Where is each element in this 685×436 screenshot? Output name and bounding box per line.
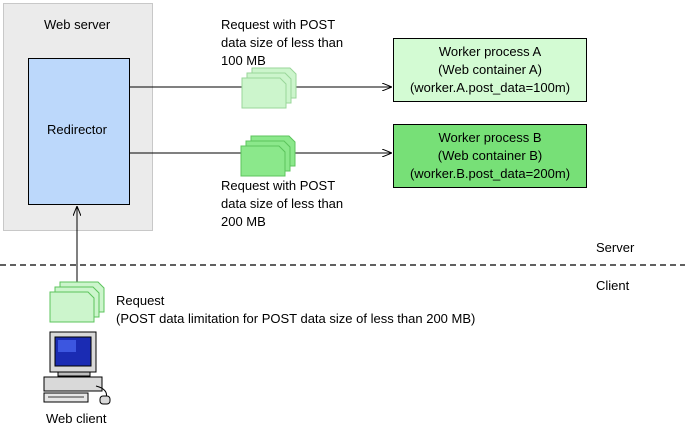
web-client-label: Web client <box>46 411 107 426</box>
worker-a-container: (Web container A) <box>438 62 542 77</box>
worker-b-setting: (worker.B.post_data=200m) <box>409 166 571 181</box>
worker-b-container: (Web container B) <box>437 148 543 163</box>
request-b-line-3: 200 MB <box>221 214 266 229</box>
web-server-title: Web server <box>44 17 111 32</box>
redirector-label: Redirector <box>47 122 107 137</box>
computer-icon <box>43 331 111 405</box>
worker-process-b: Worker process B (Web container B) (work… <box>393 124 587 188</box>
request-a-label: Request with POST data size of less than… <box>221 16 343 70</box>
request-a-icon <box>241 67 297 109</box>
client-zone-label: Client <box>596 278 630 293</box>
client-request-line-1: Request <box>116 293 165 308</box>
client-request-line-2: (POST data limitation for POST data size… <box>116 311 476 326</box>
client-request-icon <box>49 281 105 323</box>
server-zone-label: Server <box>596 240 635 255</box>
request-a-line-3: 100 MB <box>221 53 266 68</box>
request-b-line-2: data size of less than <box>221 196 344 211</box>
request-b-line-1: Request with POST <box>221 178 336 193</box>
worker-process-a: Worker process A (Web container A) (work… <box>393 38 587 102</box>
client-request-label: Request (POST data limitation for POST d… <box>116 292 475 328</box>
request-a-line-1: Request with POST <box>221 17 336 32</box>
redirector-box <box>28 58 130 205</box>
worker-b-title: Worker process B <box>438 130 542 145</box>
request-a-line-2: data size of less than <box>221 35 344 50</box>
worker-a-title: Worker process A <box>438 44 542 59</box>
worker-a-setting: (worker.A.post_data=100m) <box>409 80 571 95</box>
request-b-icon <box>240 135 296 177</box>
request-b-label: Request with POST data size of less than… <box>221 177 343 231</box>
